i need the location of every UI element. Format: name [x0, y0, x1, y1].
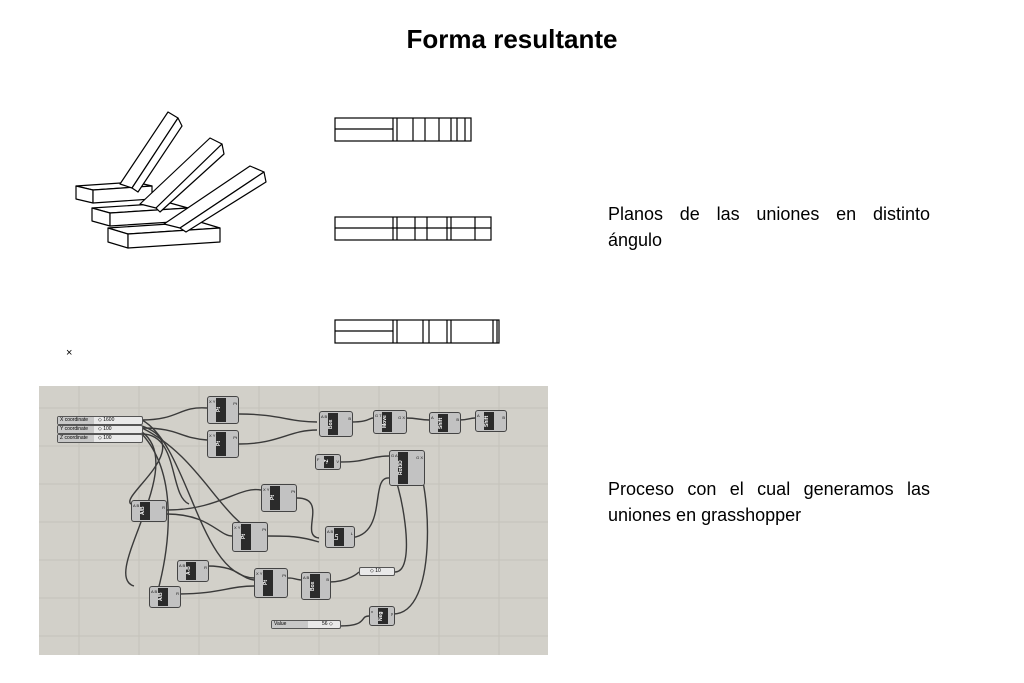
node-outputs: V: [336, 459, 339, 464]
node-inputs: A B: [179, 563, 186, 568]
node-outputs: Pt: [262, 527, 266, 532]
point-node[interactable]: X Y Z Pt Pt: [207, 430, 239, 458]
node-outputs: L: [350, 531, 353, 536]
joint-plan-3: [334, 319, 500, 344]
caption-planes: Planos de las uniones en distinto ángulo: [608, 204, 930, 250]
node-outputs: G X: [416, 455, 423, 460]
rotate3d-node[interactable]: G A C X Rot3D G X: [389, 450, 425, 486]
node-outputs: R: [162, 505, 165, 510]
node-outputs: B: [502, 415, 505, 420]
node-name: Pt: [216, 432, 226, 456]
division-node[interactable]: A B A/B R: [149, 586, 181, 608]
node-name: Box: [328, 413, 338, 435]
node-inputs: A: [477, 413, 480, 418]
node-outputs: Pt: [233, 401, 237, 406]
panel-value: ◇ 10: [370, 568, 381, 574]
point-node[interactable]: X Y Z Pt Pt: [207, 396, 239, 424]
marker-glyph: ×: [66, 347, 73, 359]
z-coordinate-slider[interactable]: Z coordinate ◇ 100: [57, 434, 143, 443]
division-node[interactable]: A B A/B R: [131, 500, 167, 522]
x-coordinate-slider[interactable]: X coordinate ◇ 1600: [57, 416, 143, 425]
node-inputs: F: [317, 457, 320, 462]
node-inputs: G T: [375, 413, 382, 418]
node-name: A/B: [158, 588, 168, 606]
node-name: Move: [382, 412, 392, 432]
node-name: Neg: [378, 608, 388, 624]
node-inputs: X Y Z: [256, 571, 266, 576]
node-outputs: Pt: [291, 489, 295, 494]
shift-node[interactable]: A Shift B: [429, 412, 461, 434]
slider-value: 56 ◇: [322, 621, 333, 627]
slider-value: ◇ 100: [98, 426, 112, 432]
node-outputs: B: [456, 417, 459, 422]
negative-node[interactable]: x Neg y: [369, 606, 395, 626]
caption-process: Proceso con el cual generamos las unione…: [608, 479, 930, 525]
node-inputs: x: [371, 609, 373, 614]
box-node[interactable]: A B Box B: [301, 572, 331, 600]
node-inputs: X Y Z: [209, 399, 219, 404]
node-name: Pt: [263, 570, 273, 596]
node-name: Ln: [334, 528, 344, 546]
move-node[interactable]: G T Move G X: [373, 410, 407, 434]
node-inputs: A: [431, 415, 434, 420]
slider-label: Value: [272, 621, 308, 628]
node-name: A/B: [140, 502, 150, 520]
node-inputs: A B: [151, 589, 158, 594]
node-name: Box: [310, 574, 320, 598]
point-node[interactable]: X Y Z Pt Pt: [261, 484, 297, 512]
slide-title: Forma resultante: [406, 24, 618, 54]
node-outputs: Pt: [282, 573, 286, 578]
node-inputs: X Y Z: [234, 525, 244, 530]
node-outputs: G X: [398, 415, 405, 420]
node-name: Shift: [438, 414, 448, 432]
node-name: Pt: [270, 486, 280, 510]
box-node[interactable]: A B Box B: [319, 411, 353, 437]
slider-value: ◇ 1600: [98, 417, 115, 423]
node-name: A-B: [186, 562, 196, 580]
node-outputs: B: [326, 577, 329, 582]
slider-label: Z coordinate: [58, 435, 94, 442]
node-name: Rot3D: [398, 452, 408, 484]
unit-z-node[interactable]: F -Z V: [315, 454, 341, 470]
node-inputs: A B: [303, 575, 310, 580]
node-outputs: y: [391, 611, 393, 616]
node-inputs: A B: [327, 529, 334, 534]
value-slider[interactable]: Value 56 ◇: [271, 620, 341, 629]
node-name: Shift: [484, 412, 494, 430]
isometric-joints-drawing: [75, 111, 267, 249]
y-coordinate-slider[interactable]: Y coordinate ◇ 100: [57, 425, 143, 434]
shift-node[interactable]: A Shift B: [475, 410, 507, 432]
joint-plan-2: [334, 216, 492, 241]
line-node[interactable]: A B Ln L: [325, 526, 355, 548]
node-inputs: X Y Z: [263, 487, 273, 492]
node-inputs: A B: [133, 503, 140, 508]
node-name: Pt: [241, 524, 251, 550]
slider-label: Y coordinate: [58, 426, 94, 433]
node-outputs: Pt: [233, 435, 237, 440]
node-inputs: A B: [321, 414, 328, 419]
node-inputs: X Y Z: [209, 433, 219, 438]
slider-label: X coordinate: [58, 417, 94, 424]
node-outputs: B: [348, 416, 351, 421]
node-outputs: R: [176, 591, 179, 596]
slider-value: ◇ 100: [98, 435, 112, 441]
node-name: -Z: [324, 456, 334, 468]
joint-plan-1: [334, 117, 472, 142]
node-name: Pt: [216, 398, 226, 422]
panel-node[interactable]: ◇ 10: [359, 567, 395, 576]
point-node[interactable]: X Y Z Pt Pt: [254, 568, 288, 598]
subtraction-node[interactable]: A B A-B R: [177, 560, 209, 582]
point-node[interactable]: X Y Z Pt Pt: [232, 522, 268, 552]
node-outputs: R: [204, 565, 207, 570]
grasshopper-canvas[interactable]: X coordinate ◇ 1600 Y coordinate ◇ 100 Z…: [39, 386, 548, 655]
